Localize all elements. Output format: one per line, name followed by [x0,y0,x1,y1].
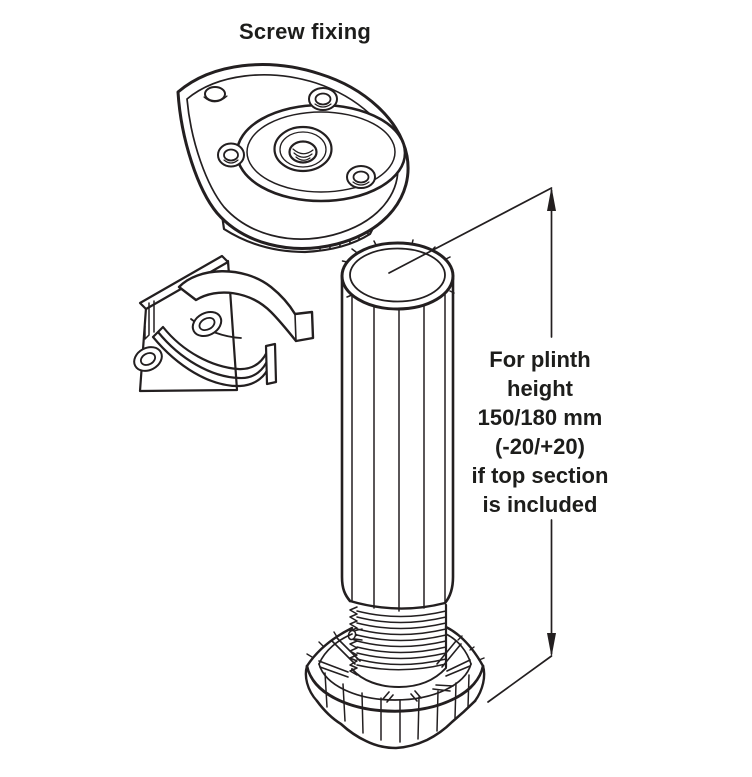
foot-spokes [318,637,471,703]
clip-c-band [177,270,315,343]
wall-clip-icon [133,254,315,393]
tube-bottom-arc [348,599,447,610]
clip-hole-upper-inner [198,316,216,332]
corner-screw-hole [204,86,226,102]
clip-slot [144,300,155,340]
tube-flutes [351,292,446,612]
plate-inner-rim [186,74,399,240]
thread-boss-cone [279,131,327,168]
dimension-arrowhead-up [547,187,556,211]
dimension-leader-top [388,187,553,274]
tube-top-face [349,247,446,303]
height-dimension-arrow-icon [388,187,556,703]
foot-front-rim [305,664,485,713]
plate-disc-inner [246,111,396,193]
dimension-arrowhead-down [547,633,556,657]
foot-inner-rim-front [318,663,472,701]
tube-left-edge [340,275,352,603]
foot-front-rim-double [308,671,482,713]
corner-screw-hole-arc [203,95,228,103]
clip-saddle-arcs [151,325,271,388]
thread-left-sawtooth [349,606,358,676]
foot-skirt-segments [324,672,470,743]
annotation-line: is included [482,492,598,517]
clip-hole-lower-outer [133,346,163,372]
annotation-line: (-20/+20) [495,434,585,459]
foot-hub-arc [351,667,447,688]
clip-hole-lower [133,346,163,372]
foot-back-rim [305,625,485,668]
screw-boss-left-shadow [223,159,239,164]
clip-hole-upper [191,311,223,337]
screw-boss-top-shadow [314,103,332,108]
thread-boss-shoulder [273,125,333,173]
diagram-title: Screw fixing [239,19,371,44]
thread-hole-threads [292,148,314,161]
clip-saddle-end-bar [264,342,278,386]
clip-hole-upper-outer [191,311,223,337]
screw-boss-top-hole [314,92,332,106]
thread-peg-sides [353,628,363,641]
annotation-line: height [507,376,573,401]
annotation-line: For plinth [489,347,591,372]
foot-skirt-left-edge [304,664,319,703]
tube-right-edge [443,276,455,605]
dimension-leader-bottom [487,655,553,703]
screw-boss-left-hole [223,148,239,162]
mounting-plate-icon [176,63,410,254]
annotation-line: if top section [471,463,609,488]
leg-tube-icon [340,239,455,612]
screw-boss-bottom-shadow [352,181,370,186]
foot-skirt-bottom [315,699,477,750]
clip-hole-lower-inner [139,352,157,366]
height-annotation: For plinth height 150/180 mm (-20/+20) i… [440,345,640,519]
annotation-line: 150/180 mm [477,405,603,430]
plate-disc-outer [235,103,407,203]
tube-rim-ticks [341,239,455,298]
adjustable-foot-icon [304,625,486,750]
tube-top-rim [340,241,455,311]
screw-boss-bottom-hole [352,170,370,184]
foot-skirt-right-edge [473,664,486,703]
thread-hole [288,140,318,164]
foot-rim-scallop-ticks [306,631,485,661]
clip-c-band-tab-edge [294,313,297,342]
thread-spindle-icon [347,603,448,676]
thread-crests [356,610,447,671]
